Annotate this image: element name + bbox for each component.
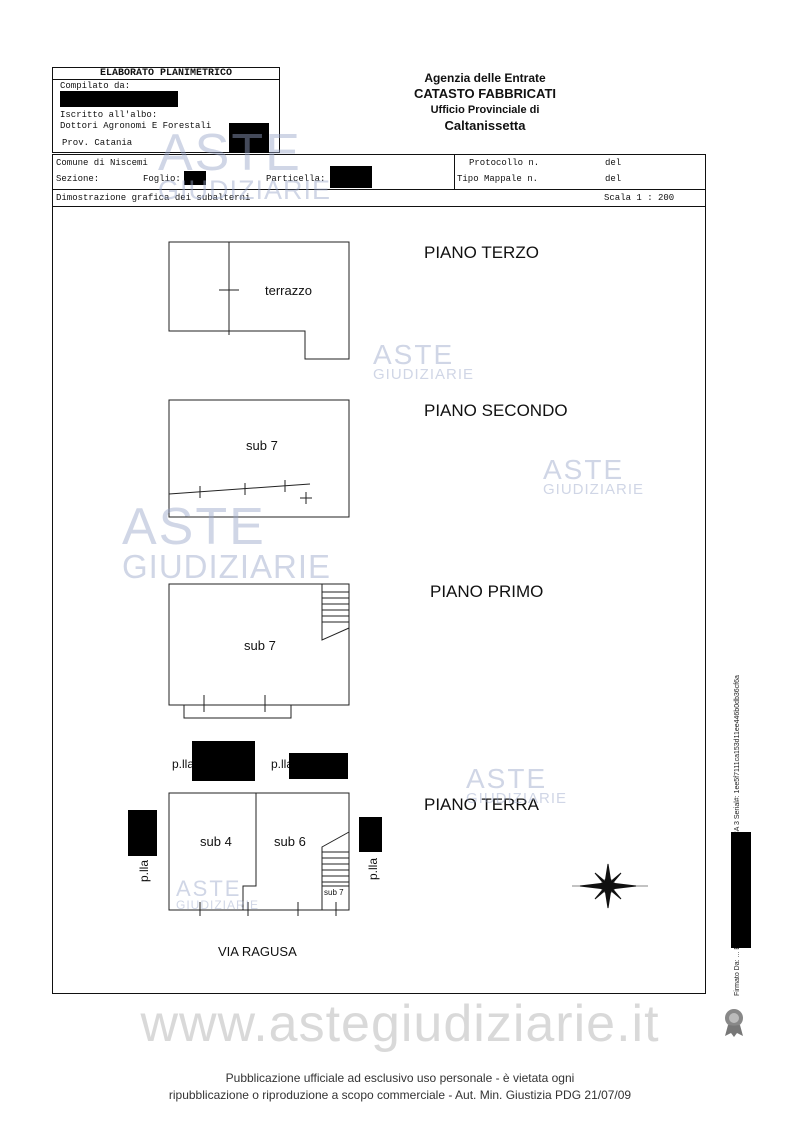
redacted-compiler — [60, 91, 178, 107]
plan-terra-divider — [242, 793, 257, 910]
watermark-small-text: GIUDIZIARIE — [158, 175, 332, 205]
agency-name: Agenzia delle Entrate — [424, 71, 546, 85]
watermark-small-text: GIUDIZIARIE — [466, 790, 568, 807]
redacted-plla-top-right — [289, 753, 348, 779]
room-sub7-terra: sub 7 — [324, 888, 344, 897]
plan-primo-stair — [321, 584, 350, 641]
tipo-mappale-date-label: del — [605, 174, 622, 184]
province-label: Prov. Catania — [62, 138, 133, 148]
demo-label: Dimostrazione grafica dei subalterni — [56, 193, 251, 203]
floor-title-terzo: PIANO TERZO — [424, 243, 539, 262]
footer-line-2: ripubblicazione o riproduzione a scopo c… — [168, 1088, 632, 1102]
watermark-site: www.astegiudiziarie.it — [140, 995, 660, 1053]
plan-secondo-outline — [168, 399, 350, 518]
room-sub7-primo: sub 7 — [244, 638, 276, 653]
compiled-by-label: Compilato da: — [60, 81, 131, 91]
plan-terra-stair — [321, 831, 350, 910]
redacted-signer — [731, 832, 751, 948]
plla-left-label: p.lla — [137, 859, 151, 882]
albo-label: Iscritto all'albo: — [60, 110, 158, 120]
seal-icon — [725, 1009, 743, 1037]
demo-row-divider — [52, 206, 706, 207]
room-terrazzo: terrazzo — [265, 283, 312, 298]
room-sub4: sub 4 — [200, 834, 232, 849]
info-row-divider — [52, 189, 706, 190]
watermark-big-text: ASTE — [543, 454, 625, 485]
watermark-terra: ASTE GIUDIZIARIE — [466, 763, 568, 807]
plan-terzo-outline — [168, 241, 350, 360]
floor-title-terra: PIANO TERRA — [424, 795, 539, 814]
watermark-small-text: GIUDIZIARIE — [122, 548, 332, 585]
watermark-bottom: ASTE GIUDIZIARIE — [176, 876, 260, 912]
catasto-title: CATASTO FABBRICATI — [413, 86, 557, 101]
plla-top-right-label: p.lla — [271, 757, 294, 771]
redacted-foglio — [184, 171, 206, 185]
document-title: ELABORATO PLANIMETRICO — [99, 68, 233, 79]
watermark-terzo: ASTE GIUDIZIARIE — [373, 339, 475, 383]
watermark-big-text: ASTE — [158, 124, 302, 182]
office-city: Caltanissetta — [444, 118, 526, 133]
watermark-header: ASTE GIUDIZIARIE — [158, 124, 332, 205]
room-sub7-secondo: sub 7 — [246, 438, 278, 453]
comune-label: Comune di Niscemi — [56, 158, 148, 168]
scale-label: Scala 1 : 200 — [604, 193, 675, 203]
foglio-label: Foglio: — [143, 174, 181, 184]
plan-secondo-edge — [168, 483, 311, 495]
redacted-plla-right — [359, 817, 382, 852]
watermark-small-text: GIUDIZIARIE — [543, 481, 645, 498]
watermark-big-text: ASTE — [373, 339, 455, 370]
watermark-big-text: ASTE — [122, 498, 266, 556]
tipo-mappale-label: Tipo Mappale n. — [457, 174, 539, 184]
watermark-big-text: ASTE — [466, 763, 548, 794]
footer-line-1: Pubblicazione ufficiale ad esclusivo uso… — [225, 1071, 575, 1085]
plan-frame — [52, 154, 706, 994]
plan-primo-balcony — [183, 704, 292, 719]
sezione-label: Sezione: — [56, 174, 100, 184]
albo-value: Dottori Agronomi E Forestali — [60, 121, 212, 131]
particella-label: Particella: — [266, 174, 326, 184]
office-label: Ufficio Provinciale di — [430, 104, 540, 116]
compiler-box-divider — [52, 79, 280, 80]
protocol-date-label: del — [605, 158, 622, 168]
watermark-secondo: ASTE GIUDIZIARIE — [543, 454, 645, 498]
redacted-plla-top-left — [192, 741, 255, 781]
room-sub6: sub 6 — [274, 834, 306, 849]
plla-right-label: p.lla — [366, 857, 380, 880]
watermark-big-text: ASTE — [176, 876, 242, 901]
watermark-small-text: GIUDIZIARIE — [373, 366, 475, 383]
compass-rose-icon — [572, 863, 648, 909]
plla-top-left-label: p.lla — [172, 757, 195, 771]
redacted-particella — [330, 166, 372, 188]
watermark-small-text: GIUDIZIARIE — [176, 898, 260, 912]
info-col-divider — [454, 154, 455, 189]
redacted-plla-left — [128, 810, 157, 856]
floor-title-secondo: PIANO SECONDO — [424, 401, 568, 420]
redacted-albo-number — [229, 123, 269, 153]
agency-block: Agenzia delle Entrate CATASTO FABBRICATI… — [380, 70, 590, 134]
protocol-label: Protocollo n. — [469, 158, 540, 168]
watermark-center: ASTE GIUDIZIARIE — [122, 498, 332, 585]
compiler-box — [52, 67, 280, 153]
street-label: VIA RAGUSA — [218, 944, 297, 959]
floor-title-primo: PIANO PRIMO — [430, 582, 544, 601]
